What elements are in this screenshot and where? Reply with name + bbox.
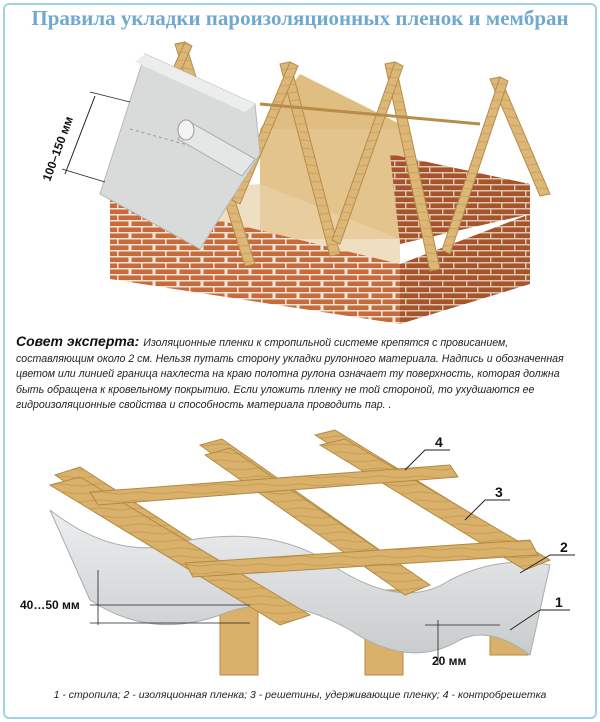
gap-dimension: 20 мм — [425, 620, 500, 668]
expert-tip: Совет эксперта:Изоляционные пленки к стр… — [16, 333, 586, 414]
tip-text: Изоляционные пленки к стропильной систем… — [16, 337, 564, 411]
tip-heading: Совет эксперта: — [16, 333, 140, 349]
callout-3: 3 — [495, 484, 503, 500]
membrane-roll — [177, 119, 256, 177]
sag-label: 40…50 мм — [20, 598, 80, 612]
gap-label: 20 мм — [432, 654, 467, 668]
house-illustration: 100–150 мм — [10, 34, 588, 324]
callouts — [404, 449, 575, 631]
counter-battens — [89, 464, 539, 578]
layering-illustration: 40…50 мм 20 мм 1 2 3 4 — [10, 425, 588, 687]
callout-1: 1 — [555, 594, 563, 610]
membrane-sheet — [99, 53, 261, 250]
callout-2: 2 — [560, 539, 568, 555]
overlap-label: 100–150 мм — [40, 114, 76, 183]
page-title: Правила укладки пароизоляционных пленок … — [31, 6, 569, 30]
legend: 1 - стропила; 2 - изоляционная пленка; 3… — [53, 689, 547, 701]
callout-4: 4 — [435, 434, 443, 450]
sag-dimension: 40…50 мм — [20, 570, 250, 625]
